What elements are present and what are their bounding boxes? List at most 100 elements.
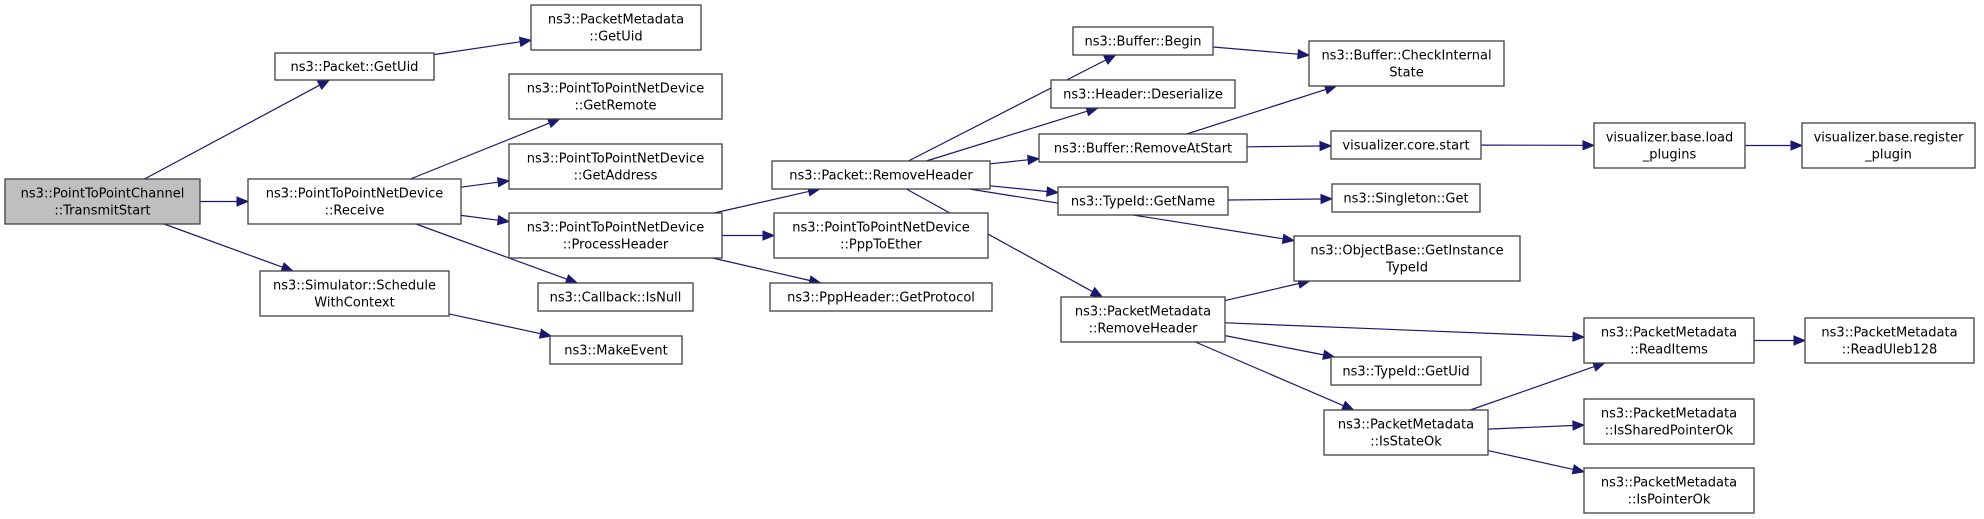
node-buffer-removeatstart[interactable]: ns3::Buffer::RemoveAtStart: [1038, 133, 1248, 163]
node-label: ns3::PacketMetadata: [548, 13, 684, 28]
node-label: ns3::TypeId::GetName: [1071, 195, 1215, 210]
arrow-head-icon: [1571, 464, 1586, 475]
node-label: ::IsPointerOk: [1628, 493, 1711, 508]
arrow-head-icon: [496, 214, 511, 226]
arrow-head-icon: [1793, 335, 1807, 346]
edge-ptp_receive-to-ptp_processheader: [460, 214, 499, 221]
node-vis-load-plugins[interactable]: visualizer.base.load _plugins: [1593, 122, 1746, 169]
arrow-head-icon: [1319, 140, 1333, 152]
node-box: [1331, 183, 1481, 213]
arrow-head-icon: [1572, 331, 1586, 342]
edge-pm_removeheader-to-pm_readitems: [1224, 322, 1574, 338]
edge-typeid_getname-to-singleton_get: [1227, 198, 1322, 201]
edge-ptp_receive-to-ptp_getremote: [410, 122, 550, 180]
node-ptp-receive[interactable]: ns3::PointToPointNetDevice::Receive: [247, 178, 462, 225]
node-label: ::GetUid: [589, 30, 642, 45]
node-vis-register-plugin[interactable]: visualizer.base.register_plugin: [1801, 122, 1976, 169]
arrow-head-icon: [1572, 420, 1586, 431]
node-box: [1583, 317, 1755, 364]
node-packet-getuid[interactable]: ns3::Packet::GetUid: [274, 52, 435, 81]
node-label: ns3::Header::Deserialize: [1063, 88, 1223, 103]
node-transmit-start[interactable]: ns3::PointToPointChannel::TransmitStart: [4, 178, 201, 225]
node-vis-core-start[interactable]: visualizer.core.start: [1330, 130, 1482, 160]
node-ptp-getaddress[interactable]: ns3::PointToPointNetDevice::GetAddress: [508, 143, 723, 190]
node-label: ns3::Packet::GetUid: [291, 60, 419, 75]
node-box: [247, 178, 462, 225]
arrow-head-icon: [1046, 186, 1060, 197]
arrow-head-icon: [1320, 193, 1334, 205]
node-box: [1057, 186, 1229, 216]
node-box: [530, 4, 702, 51]
node-label: ns3::Packet::RemoveHeader: [789, 169, 973, 184]
node-box: [1593, 122, 1746, 169]
node-label: ns3::PacketMetadata: [1338, 418, 1474, 433]
node-callback-isnull[interactable]: ns3::Callback::IsNull: [537, 282, 694, 312]
node-typeid-getname[interactable]: ns3::TypeId::GetName: [1057, 186, 1229, 216]
edge-transmit_start-to-packet_getuid: [144, 84, 320, 180]
node-label: ns3::PacketMetadata: [1601, 326, 1737, 341]
node-make-event[interactable]: ns3::MakeEvent: [549, 335, 683, 365]
node-ptp-processheader[interactable]: ns3::PointToPointNetDevice::ProcessHeade…: [508, 212, 723, 259]
node-label: ns3::Callback::IsNull: [550, 291, 682, 306]
node-box: [1583, 398, 1755, 445]
node-pm-getuid[interactable]: ns3::PacketMetadata::GetUid: [530, 4, 702, 51]
node-label: visualizer.base.load: [1606, 131, 1734, 146]
edge-packet_removeheader-to-buffer_begin: [908, 59, 1107, 162]
node-box: [1308, 40, 1505, 87]
edge-pm_isstateok-to-pm_ispointerok: [1487, 450, 1574, 470]
node-box: [773, 212, 989, 259]
node-label: ns3::MakeEvent: [564, 344, 668, 359]
node-pm-issharedpointerok[interactable]: ns3::PacketMetadata::IsSharedPointerOk: [1583, 398, 1755, 445]
arrow-head-icon: [1790, 140, 1804, 151]
node-box: [4, 178, 201, 225]
edge-buffer_removeatstart-to-vis_core_start: [1246, 145, 1321, 148]
node-box: [1801, 122, 1976, 169]
node-pm-ispointerok[interactable]: ns3::PacketMetadata::IsPointerOk: [1583, 467, 1755, 514]
node-typeid-getuid[interactable]: ns3::TypeId::GetUid: [1330, 356, 1482, 386]
node-label: _plugin: [1864, 148, 1912, 163]
node-label: _plugins: [1642, 148, 1697, 163]
node-label: ns3::PointToPointNetDevice: [266, 187, 444, 202]
node-label: ns3::PointToPointNetDevice: [527, 152, 705, 167]
node-ppp-getprotocol[interactable]: ns3::PppHeader::GetProtocol: [769, 282, 993, 312]
node-label: ns3::PointToPointChannel: [21, 187, 185, 202]
node-pm-readuleb128[interactable]: ns3::PacketMetadata::ReadUleb128: [1804, 317, 1975, 364]
arrow-head-icon: [316, 79, 331, 91]
node-buffer-begin[interactable]: ns3::Buffer::Begin: [1072, 26, 1214, 56]
node-label: ::GetRemote: [574, 99, 656, 114]
node-label: ns3::PointToPointNetDevice: [527, 221, 705, 236]
node-header-deserialize[interactable]: ns3::Header::Deserialize: [1050, 79, 1236, 109]
node-label: ns3::Buffer::Begin: [1084, 35, 1201, 50]
node-label: ns3::PointToPointNetDevice: [792, 221, 970, 236]
node-box: [1330, 130, 1482, 160]
node-label: ns3::TypeId::GetUid: [1342, 365, 1469, 380]
node-pm-isstateok[interactable]: ns3::PacketMetadata::IsStateOk: [1323, 409, 1489, 456]
edge-buffer_removeatstart-to-buffer_checkinternal: [1186, 88, 1327, 135]
node-box: [771, 160, 991, 190]
edge-pm_removeheader-to-objbase_getinstance: [1224, 282, 1300, 302]
edge-packet_removeheader-to-pm_removeheader: [906, 188, 1093, 293]
node-label: State: [1389, 66, 1423, 81]
node-label: ::Receive: [325, 204, 385, 219]
node-box: [274, 52, 435, 81]
arrow-head-icon: [564, 274, 579, 284]
node-pm-removeheader[interactable]: ns3::PacketMetadata::RemoveHeader: [1060, 296, 1226, 343]
node-box: [537, 282, 694, 312]
arrow-head-icon: [1340, 400, 1355, 411]
edge-packet_removeheader-to-typeid_getname: [989, 185, 1048, 193]
edge-sim_schedule-to-make_event: [448, 313, 541, 335]
node-label: ns3::PointToPointNetDevice: [527, 82, 705, 97]
edge-ptp_processheader-to-ppp_getprotocol: [712, 257, 810, 282]
node-ptp-getremote[interactable]: ns3::PointToPointNetDevice::GetRemote: [508, 73, 723, 120]
node-pm-readitems[interactable]: ns3::PacketMetadata::ReadItems: [1583, 317, 1755, 364]
edge-pm_isstateok-to-pm_issharedpointerok: [1487, 424, 1574, 430]
node-label: ns3::PppHeader::GetProtocol: [787, 291, 975, 306]
node-packet-removeheader[interactable]: ns3::Packet::RemoveHeader: [771, 160, 991, 190]
arrow-head-icon: [280, 262, 295, 273]
node-ptp-ppptoether[interactable]: ns3::PointToPointNetDevice::PppToEther: [773, 212, 989, 259]
node-singleton-get[interactable]: ns3::Singleton::Get: [1331, 183, 1481, 213]
